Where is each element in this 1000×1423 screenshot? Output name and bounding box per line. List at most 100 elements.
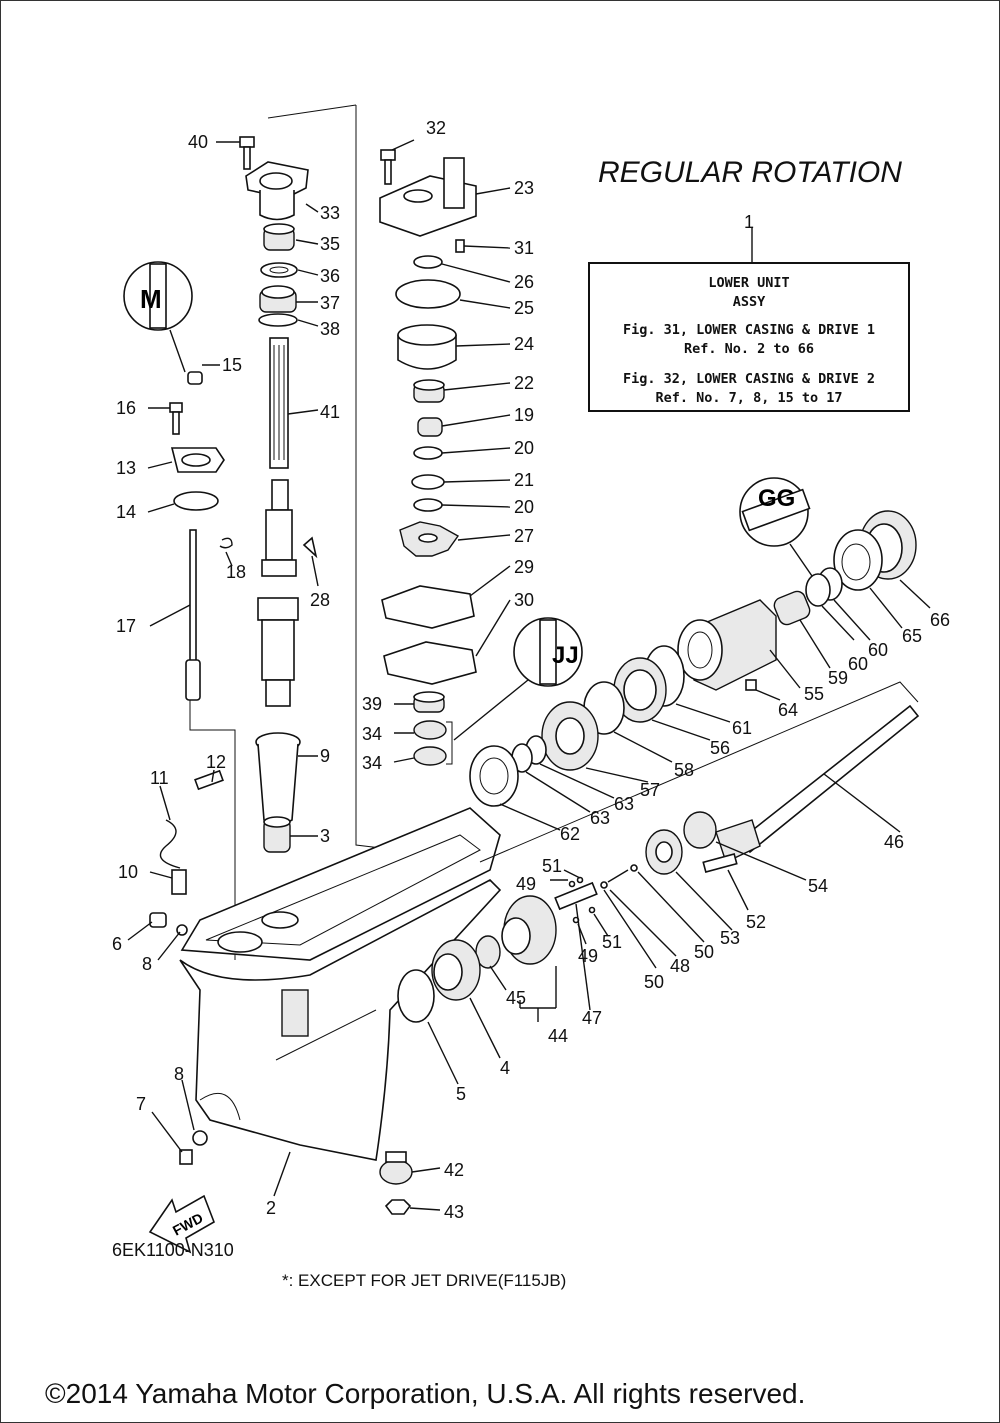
callout-19: 19 bbox=[514, 405, 534, 425]
part-24-insert bbox=[397, 324, 457, 370]
m-badge: M bbox=[123, 261, 193, 331]
part-41-drive-shaft bbox=[257, 337, 299, 707]
part-42-pinion bbox=[379, 1151, 413, 1185]
axis-line-top bbox=[267, 104, 357, 119]
callout-50a: 50 bbox=[694, 942, 714, 962]
part-39-seal bbox=[413, 691, 445, 713]
part-32-bolt bbox=[380, 149, 396, 185]
callout-33: 33 bbox=[320, 203, 340, 223]
ref-box-line-4: Ref. No. 2 to 66 bbox=[683, 341, 815, 357]
callout-13: 13 bbox=[116, 458, 136, 478]
part-62-washer bbox=[469, 745, 519, 807]
callout-63a: 63 bbox=[614, 794, 634, 814]
callout-54: 54 bbox=[808, 876, 828, 896]
part-4-bearing bbox=[431, 939, 481, 1001]
reference-box: LOWER UNIT ASSY Fig. 31, LOWER CASING & … bbox=[588, 262, 910, 412]
ref-box-line-2: ASSY bbox=[732, 294, 766, 310]
callout-labels: 40 32 33 35 36 37 38 41 15 16 13 14 17 1… bbox=[112, 118, 950, 1222]
callout-17: 17 bbox=[116, 616, 136, 636]
callout-18: 18 bbox=[226, 562, 246, 582]
callout-11: 11 bbox=[150, 768, 169, 788]
callout-62: 62 bbox=[560, 824, 580, 844]
callout-9: 9 bbox=[320, 746, 330, 766]
callout-29: 29 bbox=[514, 557, 534, 577]
ref-box-line-5: Fig. 32, LOWER CASING & DRIVE 2 bbox=[623, 371, 875, 387]
callout-58: 58 bbox=[674, 760, 694, 780]
callout-31: 31 bbox=[514, 238, 534, 258]
callout-21: 21 bbox=[514, 470, 534, 490]
part-30-gasket bbox=[383, 641, 477, 685]
callout-39: 39 bbox=[362, 694, 382, 714]
part-17-shift-rod bbox=[185, 529, 201, 701]
callout-59: 59 bbox=[828, 668, 848, 688]
callout-22: 22 bbox=[514, 373, 534, 393]
callout-23: 23 bbox=[514, 178, 534, 198]
part-53-dog-clutch bbox=[645, 829, 683, 875]
callout-14: 14 bbox=[116, 502, 136, 522]
fwd-arrow: FWD bbox=[148, 1194, 215, 1254]
part-55-bearing-housing bbox=[677, 599, 777, 691]
part-47-shift-plunger bbox=[554, 881, 598, 911]
part-6-plug bbox=[149, 912, 167, 928]
part-29-plate bbox=[381, 585, 475, 629]
part-23-pump-housing bbox=[379, 157, 477, 237]
part-54-spring bbox=[683, 811, 717, 849]
callout-40: 40 bbox=[188, 132, 208, 152]
part-13-holder bbox=[170, 447, 225, 473]
callout-36: 36 bbox=[320, 266, 340, 286]
callout-16: 16 bbox=[116, 398, 136, 418]
part-11-clip bbox=[159, 819, 181, 869]
axis-line-prop bbox=[479, 681, 919, 863]
copyright-notice: ©2014 Yamaha Motor Corporation, U.S.A. A… bbox=[45, 1378, 806, 1409]
callout-51a: 51 bbox=[542, 856, 562, 876]
callout-49a: 49 bbox=[516, 874, 536, 894]
part-40-bolt bbox=[239, 136, 255, 170]
callout-49b: 49 bbox=[578, 946, 598, 966]
callout-66: 66 bbox=[930, 610, 950, 630]
part-44-reverse-gear bbox=[501, 895, 557, 965]
part-49-ball-a bbox=[568, 880, 576, 888]
callout-37: 37 bbox=[320, 293, 340, 313]
callout-57: 57 bbox=[640, 780, 660, 800]
part-5-shim bbox=[397, 969, 435, 1023]
part-14-o-ring bbox=[173, 491, 219, 511]
callout-27: 27 bbox=[514, 526, 534, 546]
callout-32: 32 bbox=[426, 118, 446, 138]
part-51-ball-b bbox=[588, 906, 596, 914]
callout-10: 10 bbox=[118, 862, 138, 882]
callout-30: 30 bbox=[514, 590, 534, 610]
ref-box-line-6: Ref. No. 7, 8, 15 to 17 bbox=[655, 390, 843, 406]
part-51-ball-a bbox=[576, 876, 584, 884]
callout-55: 55 bbox=[804, 684, 824, 704]
m-badge-pointer bbox=[169, 329, 186, 373]
callout-41: 41 bbox=[320, 402, 340, 422]
callout-47: 47 bbox=[582, 1008, 602, 1028]
part-46-propeller-shaft bbox=[715, 704, 920, 863]
part-21-plate bbox=[411, 474, 445, 490]
part-50-ball-b bbox=[600, 881, 608, 889]
callout-48: 48 bbox=[670, 956, 690, 976]
part-59-bearing bbox=[773, 590, 811, 626]
part-36-washer bbox=[260, 262, 298, 278]
part-34-seal-a bbox=[413, 720, 447, 740]
callout-15: 15 bbox=[222, 355, 242, 375]
callout-34a: 34 bbox=[362, 724, 382, 744]
part-60-o-ring-b bbox=[805, 573, 831, 607]
jj-badge-pointer bbox=[453, 679, 529, 741]
footnote: *: EXCEPT FOR JET DRIVE(F115JB) bbox=[282, 1271, 567, 1290]
callout-51b: 51 bbox=[602, 932, 622, 952]
part-9-sleeve bbox=[255, 732, 301, 825]
callout-60a: 60 bbox=[868, 640, 888, 660]
callout-38: 38 bbox=[320, 319, 340, 339]
part-28-key bbox=[302, 536, 318, 559]
callout-45: 45 bbox=[506, 988, 526, 1008]
callout-60b: 60 bbox=[848, 654, 868, 674]
diagram-code: 6EK1100-N310 bbox=[112, 1240, 234, 1260]
part-20-washer-a bbox=[413, 446, 443, 460]
part-12-bolt bbox=[194, 769, 224, 791]
part-22-bushing bbox=[413, 379, 445, 403]
part-31-pin bbox=[455, 239, 465, 253]
part-57-forward-gear bbox=[541, 701, 599, 771]
jj-badge-text: JJ bbox=[552, 642, 579, 669]
part-33-housing bbox=[245, 161, 309, 221]
